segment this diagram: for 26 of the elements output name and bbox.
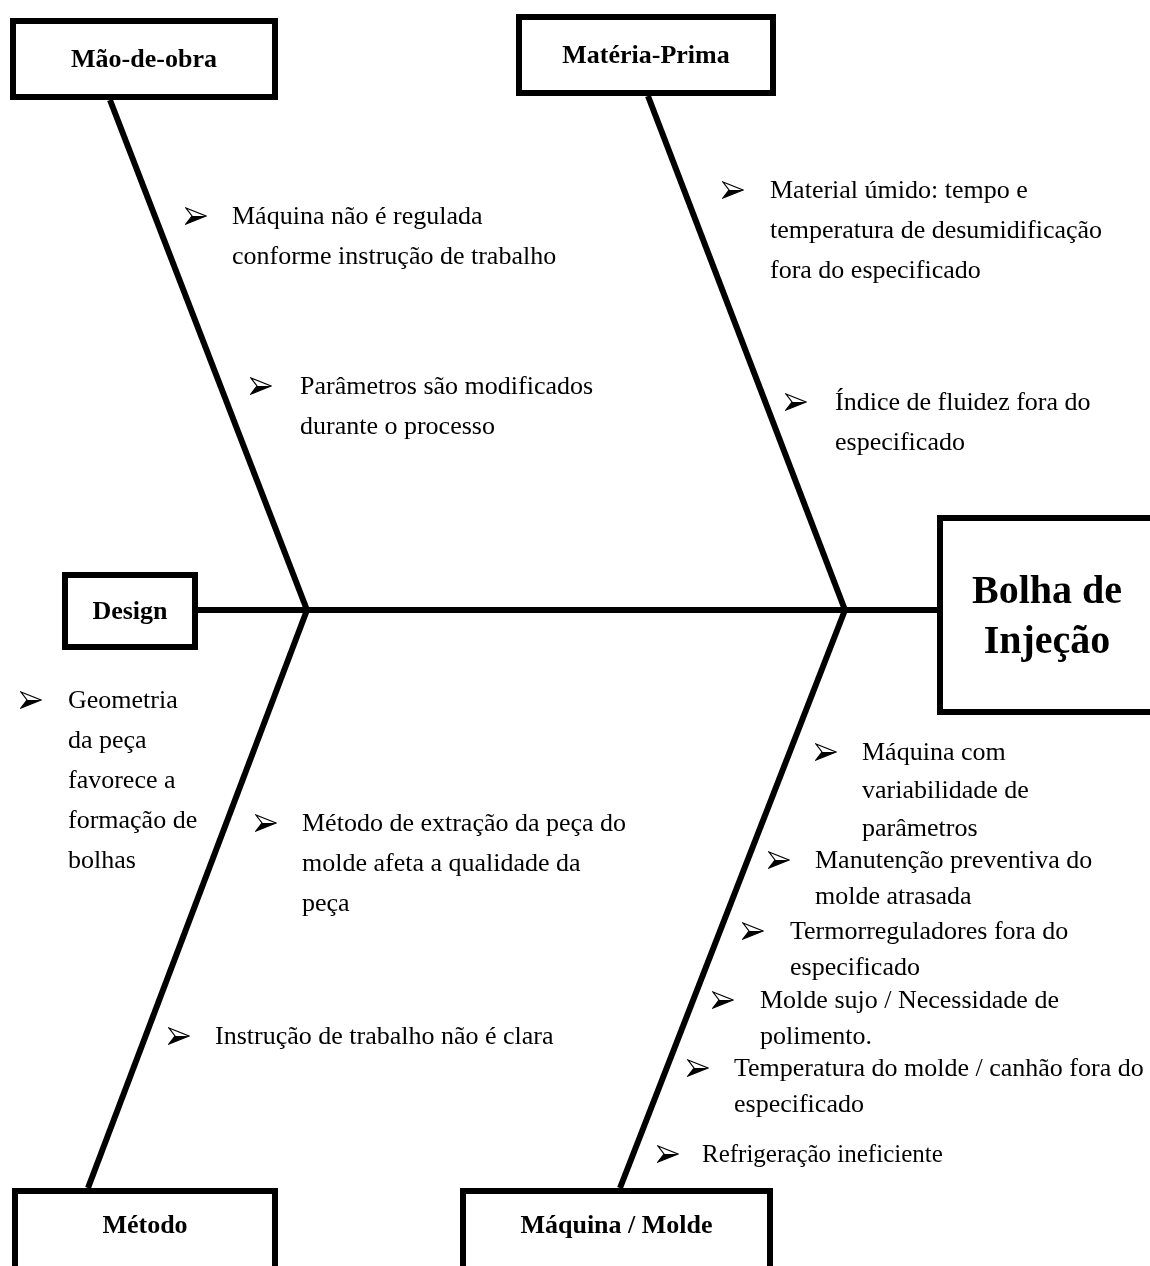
cause-text: Parâmetros são modificados durante o processo [300,370,595,442]
cause-text: Refrigeração ineficiente [702,1139,944,1169]
category-box [10,18,278,100]
category-box [12,1188,278,1266]
cause-text: Máquina com variabilidade de parâmetros [862,736,1030,844]
cause-text: Manutenção preventiva do molde atrasada [815,844,1094,912]
cause-text: Termorreguladores fora do especificado [790,915,1070,983]
cause-text: Instrução de trabalho não é clara [215,1020,555,1052]
category-title: Design [92,595,168,627]
category-title: Matéria-Prima [562,39,730,71]
cause-text: Geometria da peça favorece a formação de bolhas [68,684,199,876]
category-title: Máquina / Molde [520,1209,713,1241]
category-title: Mão-de-obra [71,43,217,75]
effect-title: Bolha de Injeção [970,566,1123,664]
cause-text: Método de extração da peça do molde afeta a qualidade da peça [302,807,628,919]
cause-text: Índice de fluidez fora do especificado [835,386,1092,458]
cause-text: Material úmido: tempo e temperatura de desumidificação fora do especificado [770,174,1104,286]
category-box [516,14,776,96]
category-box [460,1188,773,1266]
cause-text: Molde sujo / Necessidade de polimento. [760,984,1060,1052]
effect-box [937,515,1150,715]
cause-text: Máquina não é regulada conforme instrução de trabalho [232,200,558,272]
category-title: Método [102,1209,188,1241]
spine-line [198,607,937,613]
category-box [62,572,198,650]
cause-text: Temperatura do molde / canhão fora do especificado [734,1052,1145,1120]
